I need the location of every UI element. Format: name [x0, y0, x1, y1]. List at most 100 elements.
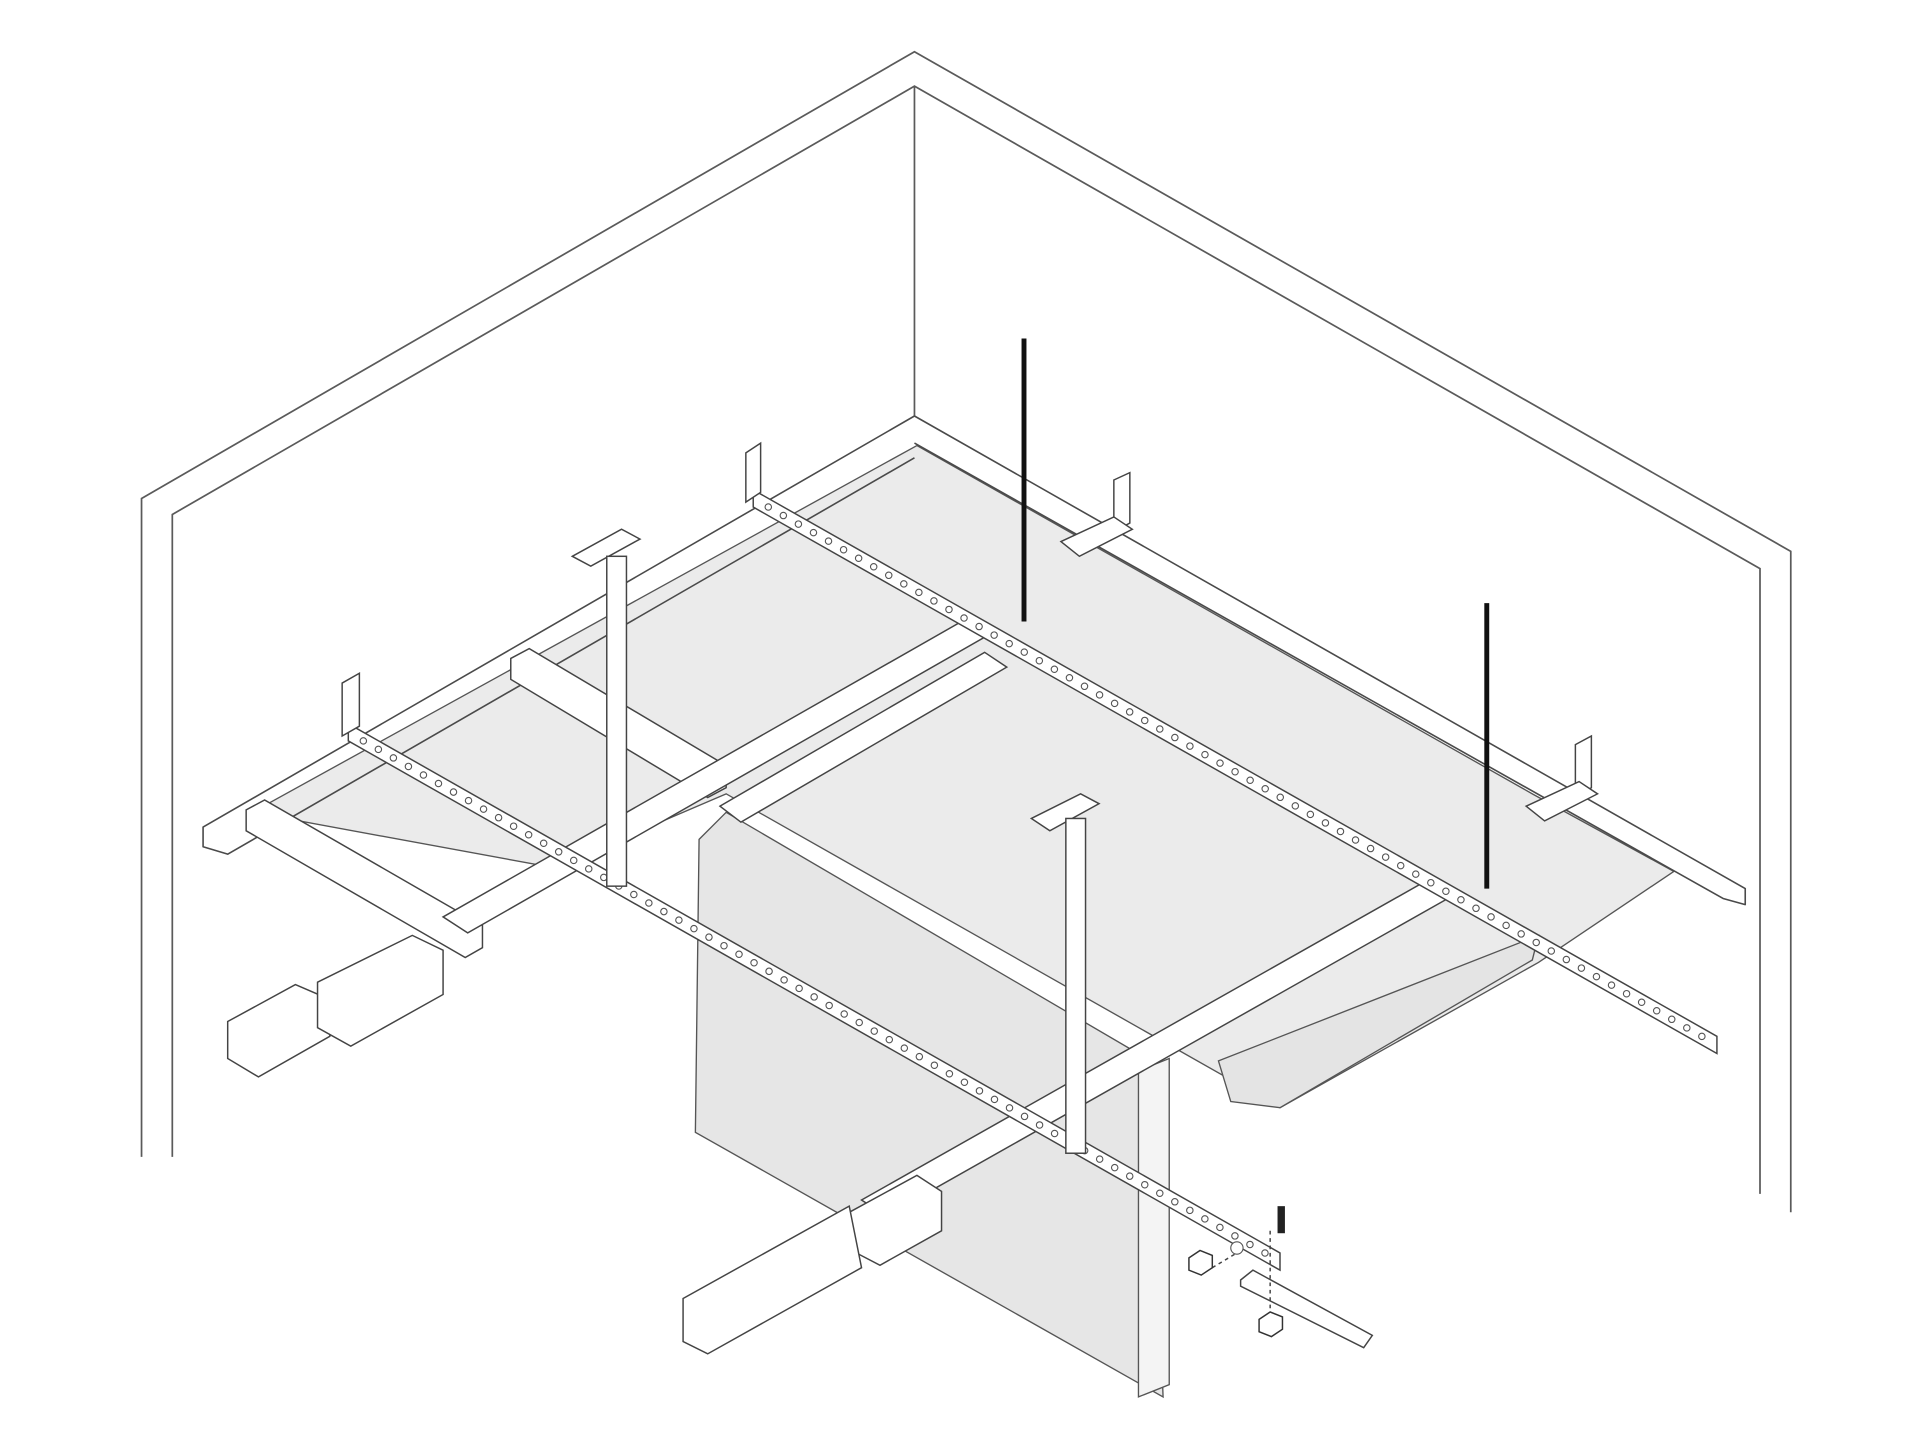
perforation-hole — [1698, 1032, 1706, 1041]
perforation-hole — [660, 907, 668, 916]
perforation-hole — [1020, 648, 1029, 656]
trim-left — [202, 415, 915, 855]
perforation-hole — [735, 950, 743, 958]
perforation-hole — [990, 1095, 999, 1104]
perforation-hole — [1592, 972, 1601, 981]
perforation-hole — [554, 848, 563, 856]
perforation-hole — [1683, 1024, 1691, 1032]
hangers — [606, 338, 1490, 1154]
perforation-hole — [539, 839, 548, 848]
hardware — [1188, 1206, 1374, 1349]
perforation-hole — [1035, 656, 1044, 665]
perforation-hole — [1201, 1215, 1209, 1223]
perforation-hole — [1442, 887, 1450, 895]
perforation-hole — [1261, 1249, 1269, 1257]
perforation-hole — [869, 563, 878, 571]
perforation-hole — [870, 1027, 879, 1035]
channel-front — [682, 1205, 863, 1355]
channel-left-box — [245, 799, 484, 959]
perforation-hole — [1276, 793, 1285, 802]
hanging-panel-right — [1217, 934, 1540, 1109]
perforation-hole — [1351, 836, 1360, 844]
perforation-hole — [1487, 913, 1495, 921]
perforation-hole — [764, 503, 773, 511]
perforation-hole — [1140, 716, 1149, 725]
perforation-hole — [1321, 819, 1330, 827]
perforation-hole — [1156, 1189, 1164, 1198]
perforation-hole — [1005, 639, 1013, 648]
perforation-hole — [825, 1001, 833, 1010]
perforation-hole — [1186, 1206, 1194, 1215]
left-wall-outer — [140, 50, 1792, 1213]
perforation-hole — [930, 1061, 939, 1069]
perforation-hole — [1366, 844, 1375, 853]
perforation-hole — [750, 959, 758, 967]
perforation-hole — [509, 822, 518, 830]
perforation-hole — [434, 779, 443, 788]
perforation-hole — [795, 984, 803, 993]
perforation-hole — [1381, 853, 1390, 861]
perforation-hole — [675, 916, 683, 924]
washer-icon — [1230, 1241, 1244, 1255]
perforation-hole — [779, 511, 788, 520]
channels — [226, 614, 1454, 1355]
perforation-hole — [975, 622, 983, 631]
perforation-hole — [1020, 1112, 1029, 1121]
perforation-hole — [1577, 964, 1586, 972]
hanger-right — [1065, 817, 1087, 1154]
perforation-hole — [569, 856, 578, 865]
hex-nut-icon — [1188, 1249, 1214, 1276]
perforation-hole — [1396, 861, 1405, 870]
angle-bracket-end — [1239, 1269, 1374, 1349]
room-walls — [140, 50, 1792, 1213]
perforation-hole — [1171, 733, 1179, 742]
perforation-hole — [824, 537, 833, 545]
perforation-hole — [1517, 930, 1525, 938]
perforation-hole — [419, 771, 428, 779]
drop-panel-side — [1137, 1057, 1170, 1398]
perforation-hole — [960, 614, 968, 622]
channel-left-end — [226, 983, 331, 1078]
perforation-hole — [1547, 947, 1556, 955]
perforation-hole — [840, 1010, 848, 1018]
perforated-bars — [347, 488, 1718, 1272]
channel-cross-3 — [718, 651, 1009, 824]
perforation-hole — [1607, 981, 1616, 989]
perforation-hole — [1186, 742, 1194, 750]
perforation-hole — [1637, 998, 1646, 1006]
perforation-hole — [885, 1035, 894, 1044]
perforation-hole — [1216, 759, 1224, 767]
perforation-hole — [1095, 691, 1104, 699]
perforation-hole — [1125, 708, 1134, 716]
perforation-hole — [1457, 896, 1465, 904]
channel-left-sleeve — [316, 934, 444, 1047]
perforation-hole — [1652, 1007, 1661, 1015]
perforation-hole — [1336, 827, 1345, 836]
perforation-hole — [1065, 674, 1074, 682]
perforation-hole — [1306, 810, 1315, 819]
perforation-hole — [780, 976, 788, 984]
trim-right — [914, 415, 1747, 906]
perforation-hole — [645, 899, 653, 907]
perforation-hole — [1110, 1163, 1119, 1172]
perforation-hole — [690, 924, 698, 933]
perforation-hole — [1246, 776, 1254, 784]
perforation-hole — [794, 520, 803, 528]
perforation-hole — [810, 993, 818, 1001]
perforation-hole — [584, 865, 593, 873]
perforation-hole — [705, 933, 713, 941]
perforation-hole — [854, 554, 863, 562]
perforation-hole — [1125, 1172, 1134, 1180]
angle-bracket — [745, 441, 762, 504]
perforation-hole — [975, 1087, 984, 1095]
perforation-hole — [1502, 921, 1510, 930]
perforation-hole — [945, 1069, 954, 1078]
rod-plate — [1524, 780, 1599, 822]
perforation-hole — [1110, 699, 1119, 708]
perforation-hole — [1231, 1232, 1239, 1240]
perforation-hole — [855, 1018, 863, 1027]
perforation-hole — [1156, 725, 1164, 733]
perforation-hole — [945, 605, 953, 614]
perforation-hole — [1050, 665, 1059, 673]
